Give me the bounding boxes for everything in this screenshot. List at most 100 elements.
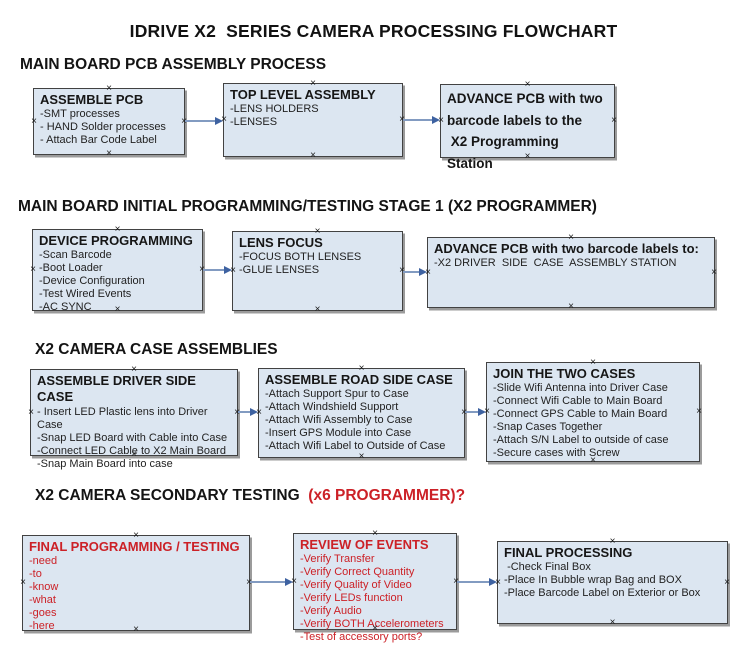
flow-box-advance-pcb-programming-station: ADVANCE PCB with two barcode labels to t… (438, 80, 617, 171)
box-item: -Check Final Box (504, 561, 591, 574)
flow-box-assemble-driver-side-case: ASSEMBLE DRIVER SIDE CASE - Insert LED P… (28, 365, 240, 470)
box-item: - HAND Solder processes (40, 121, 166, 134)
arrow-head-icon (478, 407, 486, 416)
box-item: -Boot Loader (39, 262, 103, 275)
box-item: -Snap Main Board into case (37, 457, 173, 470)
connector-handle-icon: × (31, 115, 37, 127)
arrow-driver-case-to-road-case (238, 407, 258, 417)
box-item: - Attach Bar Code Label (40, 134, 157, 147)
box-item: -Place Barcode Label on Exterior or Box (504, 587, 701, 600)
box-item: -Verify Transfer (300, 553, 375, 566)
flow-box-final-programming-testing: FINAL PROGRAMMING / TESTING -need-to-kno… (20, 531, 252, 635)
arrow-shaft (238, 411, 252, 413)
box-item: -need (29, 555, 58, 568)
heading-black-part: X2 CAMERA SECONDARY TESTING (35, 487, 304, 504)
arrow-head-icon (250, 407, 258, 416)
box-item: -Connect GPS Cable to Main Board (493, 408, 668, 421)
box-title: ADVANCE PCB with two barcode labels to: (434, 241, 699, 256)
box-item: -Attach Wifi Label to Outside of Case (265, 440, 446, 453)
connector-handle-icon: × (611, 115, 617, 126)
box-item: -Attach Support Spur to Case (265, 388, 409, 401)
arrow-road-case-to-join-cases (465, 407, 486, 417)
arrow-shaft (185, 120, 217, 122)
connector-handle-icon: × (310, 150, 316, 161)
box-title: TOP LEVEL ASSEMBLY (230, 87, 376, 102)
connector-handle-icon: × (609, 617, 616, 628)
box-item: -Connect Wifi Cable to Main Board (493, 395, 663, 408)
box-title: LENS FOCUS (239, 235, 323, 250)
flow-box-join-the-two-cases: JOIN THE TWO CASES -Slide Wifi Antenna i… (484, 358, 702, 466)
connector-handle-icon: × (568, 301, 574, 312)
box-item: -Verify Quality of Video (300, 579, 412, 592)
box-title: FINAL PROGRAMMING / TESTING (29, 539, 240, 554)
arrow-device-programming-to-lens-focus (203, 265, 232, 275)
box-item: -Verify BOTH Accelerometers (300, 618, 444, 631)
section-heading-secondary-testing: X2 CAMERA SECONDARY TESTING (x6 PROGRAMM… (35, 487, 465, 505)
box-item: -GLUE LENSES (239, 264, 320, 277)
section-heading-case-assemblies: X2 CAMERA CASE ASSEMBLIES (35, 341, 278, 358)
box-item: - Insert LED Plastic lens into Driver Ca… (37, 405, 211, 431)
box-title: REVIEW OF EVENTS (300, 537, 429, 552)
box-item: -Test of accessory ports? (300, 631, 423, 644)
arrow-shaft (403, 271, 421, 273)
box-item: -FOCUS BOTH LENSES (239, 251, 362, 264)
connector-handle-icon: × (28, 406, 34, 418)
arrow-head-icon (419, 267, 427, 276)
flow-box-assemble-pcb: ASSEMBLE PCB -SMT processes- HAND Solder… (31, 84, 187, 159)
connector-handle-icon: × (696, 406, 702, 417)
connector-handle-icon: × (20, 577, 26, 588)
box-item: -Verify Correct Quantity (300, 566, 415, 579)
box-title: ASSEMBLE DRIVER SIDE CASE (37, 373, 200, 405)
box-item: -Snap Cases Together (493, 421, 603, 434)
connector-handle-icon: × (711, 266, 717, 278)
flow-box-review-of-events: REVIEW OF EVENTS -Verify Transfer-Verify… (291, 529, 459, 644)
box-item: -Snap LED Board with Cable into Case (37, 431, 228, 444)
arrow-shaft (203, 269, 226, 271)
box-item: -know (29, 581, 59, 594)
box-item: -what (29, 594, 56, 607)
box-item: -Device Configuration (39, 275, 145, 288)
arrow-head-icon (285, 577, 293, 586)
box-item: -Connect LED Cable to X2 Main Board (37, 444, 226, 457)
arrow-assemble-pcb-to-top-level (185, 116, 223, 126)
box-item: -Slide Wifi Antenna into Driver Case (493, 382, 668, 395)
flow-box-final-processing: FINAL PROCESSING -Check Final Box-Place … (495, 537, 730, 628)
arrow-shaft (403, 119, 434, 121)
arrow-shaft (465, 411, 480, 413)
box-item: -Scan Barcode (39, 249, 112, 262)
arrow-head-icon (432, 115, 440, 124)
box-item: -to (29, 568, 42, 581)
connector-handle-icon: × (314, 304, 321, 315)
box-title: FINAL PROCESSING (504, 545, 633, 560)
box-title: ADVANCE PCB with two barcode labels to t… (447, 91, 603, 171)
box-item: -LENSES (230, 116, 278, 129)
arrow-head-icon (215, 116, 223, 125)
connector-handle-icon: × (358, 451, 365, 462)
flow-box-device-programming: DEVICE PROGRAMMING -Scan Barcode-Boot Lo… (30, 225, 205, 315)
box-item: -Place In Bubble wrap Bag and BOX (504, 574, 682, 587)
arrow-final-programming-to-review (250, 577, 293, 587)
connector-handle-icon: × (30, 264, 36, 275)
connector-handle-icon: × (724, 576, 730, 588)
box-item: -Test Wired Events (39, 288, 132, 301)
box-item: -Verify LEDs function (300, 592, 403, 605)
box-item: -here (29, 620, 55, 633)
box-item: -AC SYNC (39, 301, 92, 314)
box-item: -X2 DRIVER SIDE CASE ASSEMBLY STATION (434, 257, 677, 270)
section-heading-pcb-assembly: MAIN BOARD PCB ASSEMBLY PROCESS (20, 56, 327, 73)
page-title: IDRIVE X2 SERIES CAMERA PROCESSING FLOWC… (129, 21, 618, 41)
box-title: JOIN THE TWO CASES (493, 366, 636, 381)
arrow-head-icon (224, 265, 232, 274)
arrow-top-level-to-advance-pcb (403, 115, 440, 125)
arrow-shaft (250, 581, 287, 583)
section-heading-initial-programming: MAIN BOARD INITIAL PROGRAMMING/TESTING S… (18, 198, 597, 215)
arrow-head-icon (489, 577, 497, 586)
flow-box-lens-focus: LENS FOCUS -FOCUS BOTH LENSES-GLUE LENSE… (230, 227, 405, 315)
arrow-shaft (457, 581, 491, 583)
box-title: ASSEMBLE ROAD SIDE CASE (265, 372, 453, 387)
flow-box-assemble-road-side-case: ASSEMBLE ROAD SIDE CASE -Attach Support … (256, 364, 467, 462)
heading-red-part: (x6 PROGRAMMER)? (304, 487, 466, 504)
box-title: DEVICE PROGRAMMING (39, 233, 193, 248)
flow-box-top-level-assembly: TOP LEVEL ASSEMBLY -LENS HOLDERS-LENSES … (221, 79, 405, 161)
